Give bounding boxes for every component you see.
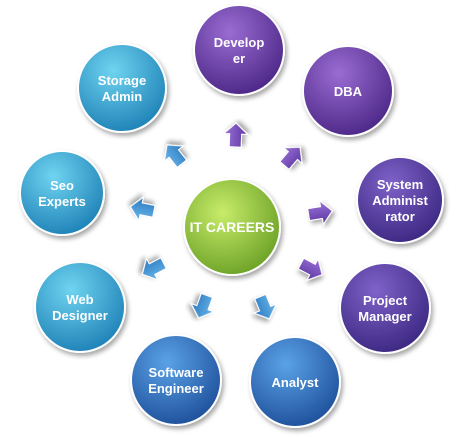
node-circle-storage-admin xyxy=(77,43,167,133)
center-label: IT CAREERS xyxy=(190,219,275,235)
node-label-developer: Develop xyxy=(214,35,265,50)
node-dba: DBA xyxy=(302,45,394,137)
node-label-system-administrator: rator xyxy=(385,209,415,224)
node-circle-developer xyxy=(193,4,285,96)
node-circle-analyst xyxy=(249,336,341,428)
node-analyst: Analyst xyxy=(249,336,341,428)
arrow-to-web-designer xyxy=(141,257,168,281)
node-circle-web-designer xyxy=(34,261,126,353)
node-circle-system-administrator xyxy=(356,156,444,244)
arrow-to-developer xyxy=(222,122,249,148)
connector-arrows xyxy=(129,122,334,320)
node-circle-software-engineer xyxy=(130,334,222,426)
arrow-to-seo-experts xyxy=(129,195,156,222)
node-label-storage-admin: Admin xyxy=(102,89,143,104)
node-circle-seo-experts xyxy=(19,150,105,236)
node-label-dba: DBA xyxy=(334,84,363,99)
arrow-to-project-manager xyxy=(297,257,323,282)
node-circle-dba xyxy=(302,45,394,137)
arrow-to-storage-admin xyxy=(163,144,188,169)
node-label-web-designer: Web xyxy=(66,292,93,307)
node-label-seo-experts: Experts xyxy=(38,194,86,209)
node-label-project-manager: Manager xyxy=(358,309,411,324)
node-label-project-manager: Project xyxy=(363,293,408,308)
node-label-analyst: Analyst xyxy=(272,375,320,390)
node-label-software-engineer: Engineer xyxy=(148,381,204,396)
arrow-to-analyst xyxy=(252,293,278,320)
arrow-to-system-administrator xyxy=(307,199,334,226)
node-label-developer: er xyxy=(233,51,245,66)
arrow-to-software-engineer xyxy=(190,292,216,319)
node-label-seo-experts: Seo xyxy=(50,178,74,193)
node-circle-project-manager xyxy=(339,262,431,354)
node-label-system-administrator: Administ xyxy=(372,193,428,208)
arrow-to-dba xyxy=(279,146,303,171)
node-label-storage-admin: Storage xyxy=(98,73,146,88)
center-node: IT CAREERS xyxy=(183,178,281,276)
center-circle xyxy=(183,178,281,276)
node-label-system-administrator: System xyxy=(377,177,423,192)
node-label-web-designer: Designer xyxy=(52,308,108,323)
node-label-software-engineer: Software xyxy=(149,365,204,380)
